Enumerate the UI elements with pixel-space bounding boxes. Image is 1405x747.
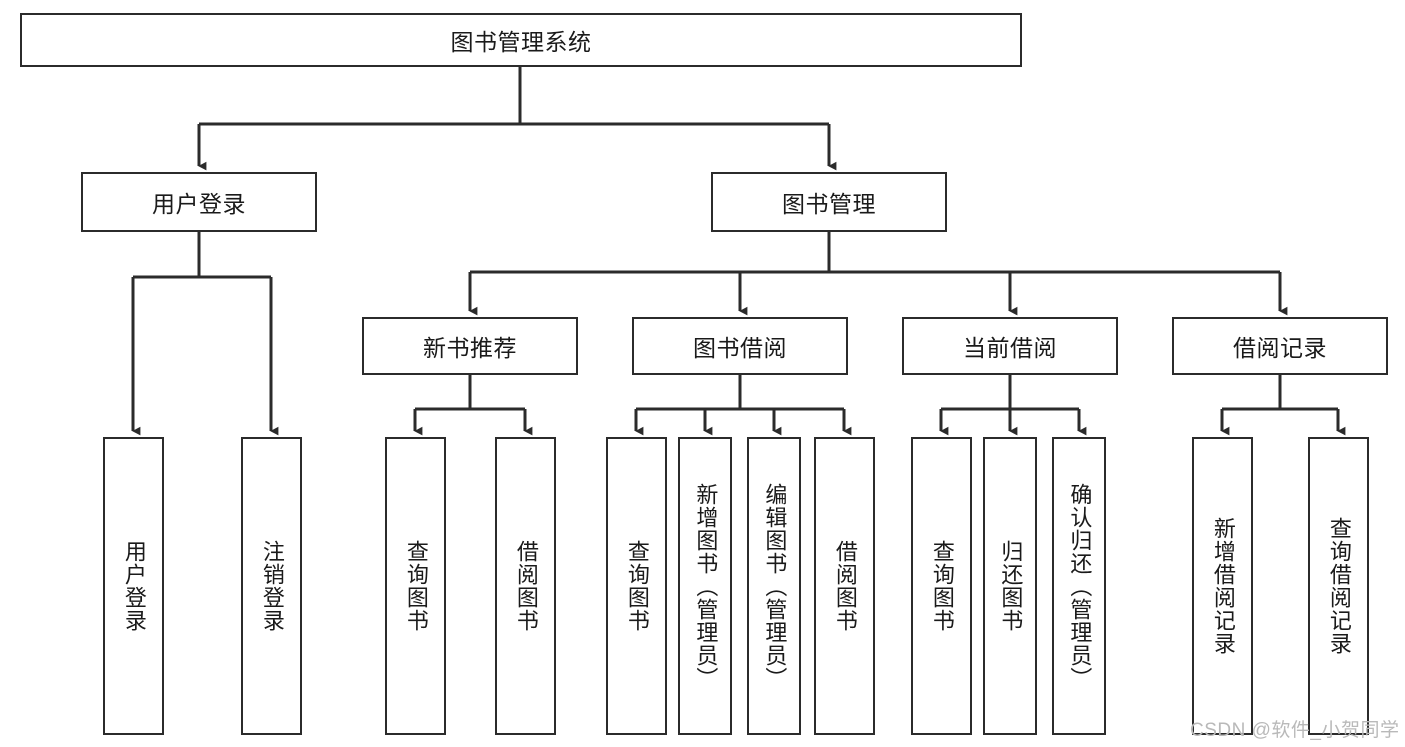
node-leaf-confirm-return-admin[interactable]: 确认归还（管理员） <box>1052 437 1106 735</box>
node-user-login[interactable]: 用户登录 <box>81 172 317 232</box>
node-label: 查询图书 <box>403 540 429 632</box>
node-label: 用户登录 <box>152 191 246 217</box>
node-leaf-query-book-borrow[interactable]: 查询图书 <box>606 437 667 735</box>
node-root-book-management-system[interactable]: 图书管理系统 <box>20 13 1022 67</box>
node-label: 确认归还（管理员） <box>1067 482 1093 690</box>
node-leaf-add-book-admin[interactable]: 新增图书（管理员） <box>678 437 732 735</box>
node-leaf-borrow-book-recommend[interactable]: 借阅图书 <box>495 437 556 735</box>
node-label: 查询图书 <box>929 540 955 632</box>
node-book-management[interactable]: 图书管理 <box>711 172 947 232</box>
node-new-book-recommend[interactable]: 新书推荐 <box>362 317 578 375</box>
node-leaf-query-book-current[interactable]: 查询图书 <box>911 437 972 735</box>
node-label: 新增图书（管理员） <box>693 482 719 690</box>
node-label: 借阅图书 <box>832 540 858 632</box>
node-label: 用户登录 <box>121 540 147 632</box>
node-label: 图书管理 <box>782 191 876 217</box>
node-book-borrow[interactable]: 图书借阅 <box>632 317 848 375</box>
node-label: 借阅图书 <box>513 540 539 632</box>
node-label: 归还图书 <box>998 540 1024 632</box>
watermark-text: CSDN @软件_小贺同学 <box>1190 720 1400 741</box>
node-label: 查询图书 <box>624 540 650 632</box>
node-leaf-add-borrow-record[interactable]: 新增借阅记录 <box>1192 437 1253 735</box>
node-borrow-record[interactable]: 借阅记录 <box>1172 317 1388 375</box>
node-label: 新书推荐 <box>423 335 517 361</box>
node-label: 图书借阅 <box>693 335 787 361</box>
node-label: 图书管理系统 <box>450 29 592 55</box>
node-label: 编辑图书（管理员） <box>762 482 788 690</box>
node-label: 查询借阅记录 <box>1326 517 1352 655</box>
node-label: 注销登录 <box>259 540 285 632</box>
node-label: 当前借阅 <box>963 335 1057 361</box>
node-leaf-query-borrow-record[interactable]: 查询借阅记录 <box>1308 437 1369 735</box>
node-leaf-logout[interactable]: 注销登录 <box>241 437 302 735</box>
node-leaf-user-login[interactable]: 用户登录 <box>103 437 164 735</box>
node-leaf-edit-book-admin[interactable]: 编辑图书（管理员） <box>747 437 801 735</box>
node-label: 新增借阅记录 <box>1210 517 1236 655</box>
node-leaf-query-book-recommend[interactable]: 查询图书 <box>385 437 446 735</box>
node-leaf-return-book[interactable]: 归还图书 <box>983 437 1037 735</box>
node-label: 借阅记录 <box>1233 335 1327 361</box>
node-leaf-borrow-book[interactable]: 借阅图书 <box>814 437 875 735</box>
node-current-borrow[interactable]: 当前借阅 <box>902 317 1118 375</box>
